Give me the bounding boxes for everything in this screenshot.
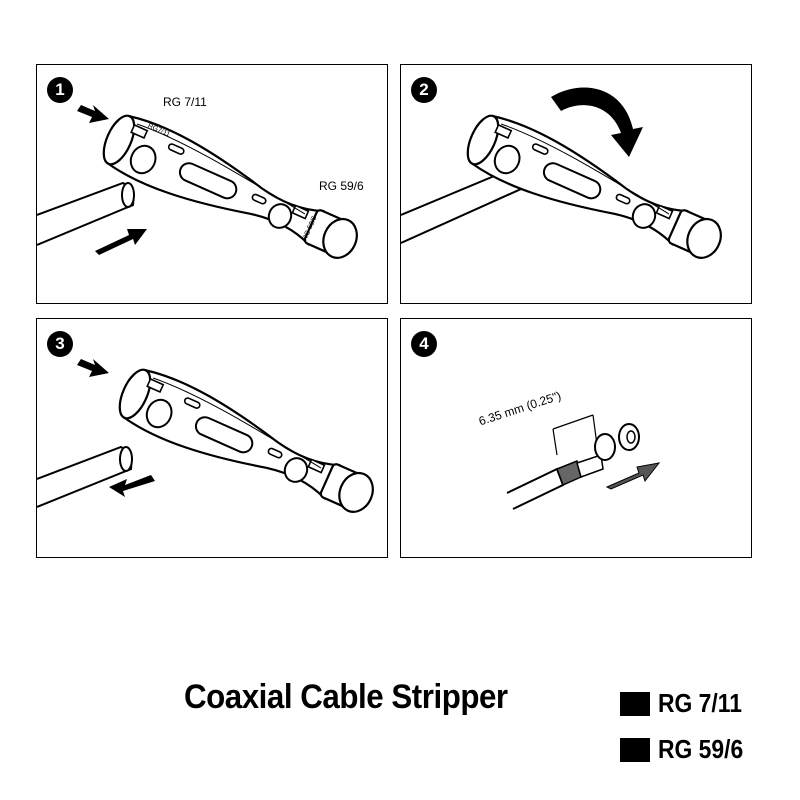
step-4-illustration [506, 414, 661, 510]
legend-label: RG 7/11 [658, 688, 742, 718]
legend-swatch [620, 737, 650, 762]
rg711-label: RG 7/11 [163, 95, 207, 109]
legend-item-rg596: RG 59/6 [620, 734, 755, 765]
rotate-arrow [551, 87, 643, 157]
stripper-tool [110, 360, 384, 528]
legend-item-rg711: RG 7/11 [620, 688, 753, 719]
push-arrow [77, 359, 109, 377]
product-title: Coaxial Cable Stripper [184, 678, 508, 716]
rg596-label: RG 59/6 [319, 179, 364, 193]
legend-label: RG 59/6 [658, 734, 744, 764]
dimension-marker [552, 414, 598, 456]
connector-rings [594, 423, 640, 461]
pull-arrow [109, 475, 155, 497]
step-4-panel: 4 6.35 mm (0.25") [400, 318, 752, 558]
stripped-coax-cable [506, 454, 604, 510]
step-number-badge: 3 [47, 331, 73, 357]
step-1-panel: 1 RG 7/11 RG 59/6 RG7/11 RG 59/6 [36, 64, 388, 304]
step-3-illustration [37, 359, 384, 528]
insert-arrow [95, 229, 147, 255]
step-2-panel: 2 [400, 64, 752, 304]
step-1-illustration [37, 105, 368, 274]
slide-arrow [605, 462, 661, 490]
step-number-badge: 2 [411, 77, 437, 103]
legend-swatch [620, 691, 650, 716]
step-number-badge: 1 [47, 77, 73, 103]
push-arrow [77, 105, 109, 123]
coax-cable [37, 445, 133, 508]
coax-cable [37, 181, 135, 246]
step-number-badge: 4 [411, 331, 437, 357]
step-2-illustration [401, 87, 732, 274]
step-3-panel: 3 [36, 318, 388, 558]
